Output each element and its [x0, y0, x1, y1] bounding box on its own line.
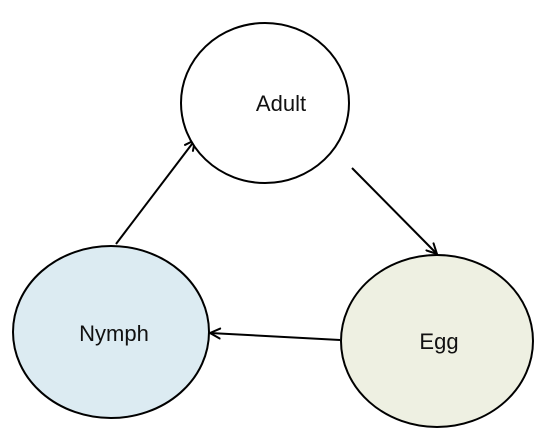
node-egg: Egg [340, 254, 534, 428]
arrow-adult-to-egg [351, 167, 438, 255]
node-adult-label: Adult [256, 91, 306, 116]
node-nymph-shape [12, 245, 210, 419]
node-nymph-label: Nymph [79, 321, 149, 346]
arrow-nymph-to-adult [115, 139, 196, 245]
arrow-egg-to-nymph [209, 327, 341, 341]
node-egg-shape [340, 254, 534, 428]
node-egg-label: Egg [419, 329, 458, 354]
edges [115, 139, 438, 341]
node-adult: Adult [180, 22, 350, 184]
node-nymph: Nymph [12, 245, 210, 419]
node-adult-shape [180, 22, 350, 184]
